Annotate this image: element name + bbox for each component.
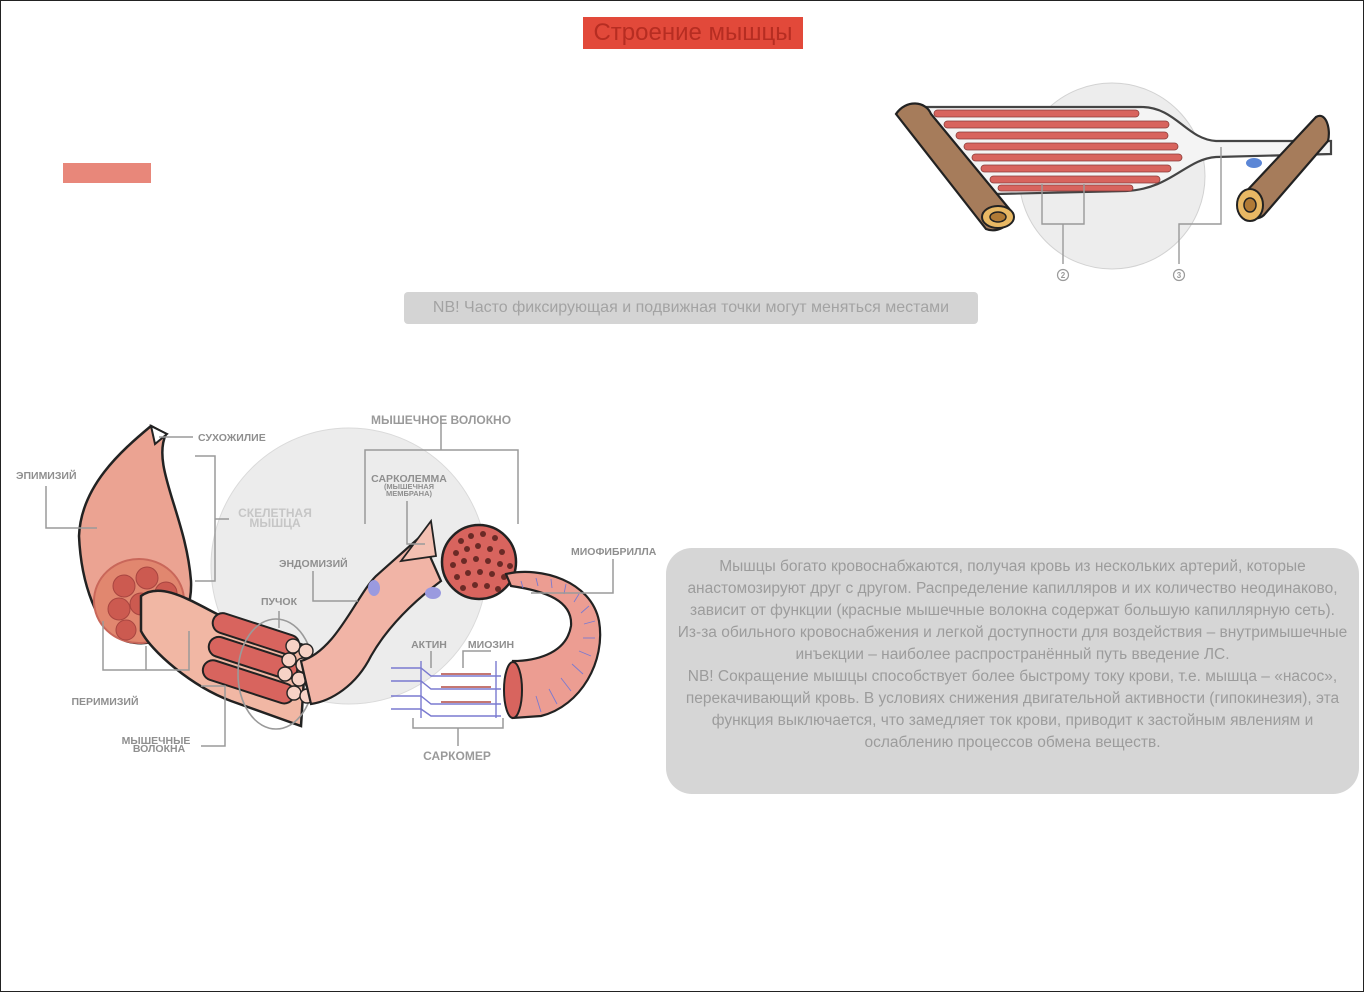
label-myosin: МИОЗИН <box>468 639 514 651</box>
muscle-fibers <box>933 109 1183 192</box>
sarcomere-filaments <box>391 661 501 718</box>
nb-note: NB! Часто фиксирующая и подвижная точки … <box>404 292 978 324</box>
muscle-attachment-diagram: 2 3 <box>894 82 1333 282</box>
accent-rectangle <box>63 163 151 183</box>
label-muscle-fiber: МЫШЕЧНОЕ ВОЛОКНО <box>371 413 511 427</box>
label-perimysium: ПЕРИМИЗИЙ <box>71 695 138 708</box>
sarcolemma-flap <box>398 518 438 563</box>
page-title: Строение мышцы <box>583 17 803 49</box>
myofibril-strand <box>504 570 602 720</box>
muscle-fiber-tube <box>299 534 443 706</box>
label-sarcomere: САРКОМЕР <box>423 749 491 763</box>
nucleus-1 <box>368 580 380 596</box>
svg-text:2: 2 <box>1061 271 1066 280</box>
label-leaders <box>45 424 614 747</box>
svg-text:3: 3 <box>1177 271 1182 280</box>
tendon-attachment-spot <box>1246 158 1262 168</box>
myofibril-cross-section <box>440 523 518 601</box>
label-bundle: ПУЧОК <box>261 596 298 608</box>
info-paragraph-3: NB! Сокращение мышцы способствует более … <box>685 668 1340 751</box>
muscle-anatomy-diagram: СУХОЖИЛИЕ ЭПИМИЗИЙ СКЕЛЕТНАЯ МЫШЦА МЫШЕЧ… <box>16 413 657 763</box>
label-actin: АКТИН <box>411 639 447 651</box>
label-epimysium: ЭПИМИЗИЙ <box>16 469 77 482</box>
marker-2: 2 <box>1056 268 1070 282</box>
nucleus-2 <box>425 587 441 599</box>
callout-lines <box>1041 147 1222 264</box>
info-paragraph-2: Из-за обильного кровоснабжения и легкой … <box>677 624 1348 663</box>
label-sarcolemma: САРКОЛЕММА <box>371 473 447 485</box>
label-muscle-fibers-1: МЫШЕЧНЫЕ <box>122 735 191 747</box>
blood-supply-info-box: Мышцы богато кровоснабжаются, получая кр… <box>666 548 1359 794</box>
info-paragraph-1: Мышцы богато кровоснабжаются, получая кр… <box>687 558 1338 619</box>
myofibril-end <box>503 661 523 719</box>
label-tendon: СУХОЖИЛИЕ <box>198 432 266 444</box>
tendon-shape <box>149 424 169 446</box>
label-sarcolemma-sub-2: МЕМБРАНА) <box>386 489 432 498</box>
left-bone <box>894 102 1015 232</box>
right-bone <box>1236 114 1330 222</box>
label-endomysium: ЭНДОМИЗИЙ <box>279 557 348 570</box>
myofibril-bands <box>520 577 596 713</box>
label-muscle-fibers-2: ВОЛОКНА <box>133 743 186 755</box>
label-myofibril: МИОФИБРИЛЛА <box>571 546 657 558</box>
marker-3: 3 <box>1172 268 1186 282</box>
label-skeletal-muscle-1: СКЕЛЕТНАЯ <box>238 506 312 520</box>
label-skeletal-muscle-2: МЫШЦА <box>249 516 301 530</box>
label-sarcolemma-sub-1: (МЫШЕЧНАЯ <box>384 482 434 491</box>
